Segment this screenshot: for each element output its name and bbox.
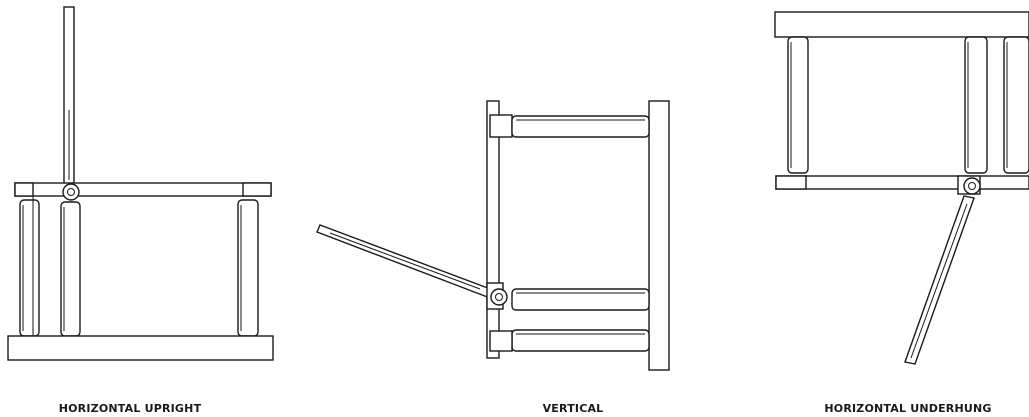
top-plate-left-block	[14, 182, 34, 197]
pivot-pin	[495, 293, 503, 301]
lever-arm-angled-detail	[910, 203, 968, 359]
caption-horizontal-upright: HORIZONTAL UPRIGHT	[59, 402, 202, 415]
lower-bracket	[489, 330, 513, 352]
roller-lower-2	[511, 329, 650, 352]
pivot-pin	[67, 188, 75, 196]
top-bracket	[489, 114, 513, 138]
roller-2	[964, 36, 988, 174]
pivot-pin	[968, 182, 976, 190]
inner-frame	[486, 100, 500, 359]
roller-lower-1	[511, 288, 650, 311]
top-mount-plate	[774, 11, 1029, 38]
top-plate	[14, 182, 272, 197]
vertical-illustration	[316, 100, 670, 371]
outer-plate	[648, 100, 670, 371]
lower-plate-end-block	[775, 175, 807, 190]
caption-horizontal-underhung: HORIZONTAL UNDERHUNG	[824, 402, 991, 415]
horizontal-underhung-illustration	[774, 11, 1029, 365]
roller-3	[1003, 36, 1029, 174]
roller-top	[511, 115, 650, 138]
pivot-hinge	[62, 183, 80, 201]
lower-plate	[775, 175, 1029, 190]
caption-vertical: VERTICAL	[543, 402, 604, 415]
pivot-hinge	[963, 177, 981, 195]
horizontal-upright-illustration	[7, 6, 274, 361]
pivot-hinge	[490, 288, 508, 306]
base-plate	[7, 335, 274, 361]
roller-1	[787, 36, 809, 174]
top-plate-end-block	[242, 182, 272, 197]
lever-arm-angled-detail	[329, 232, 481, 290]
